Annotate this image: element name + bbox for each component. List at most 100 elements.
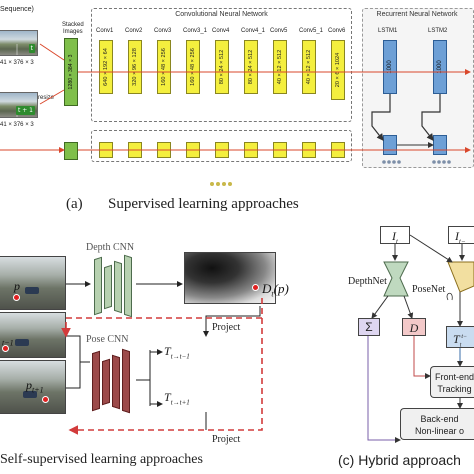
conv-layer-name: Conv6 xyxy=(328,28,346,34)
caption-a-text: Supervised learning approaches xyxy=(108,196,299,212)
pose-split xyxy=(136,350,151,406)
conv-layer-name: Conv3 xyxy=(154,28,172,34)
backend-line-1: Back-end xyxy=(420,414,459,424)
images-to-pose-bracket xyxy=(66,335,90,389)
rnn-title: Recurrent Neural Network xyxy=(376,11,458,18)
depthnet-label: DepthNet xyxy=(348,276,387,287)
pose-cnn-title: Pose CNN xyxy=(86,334,129,345)
cnn-dashed-box-2 xyxy=(91,130,352,162)
resize-label: resize xyxy=(38,95,55,101)
input-frame-t: t xyxy=(0,30,38,56)
sequence-label: Sequence) xyxy=(0,6,34,13)
lstm1-label: LSTM1 xyxy=(378,28,398,34)
frame-tag-t1: t + 1 xyxy=(15,106,35,115)
sigma-down-line xyxy=(367,336,401,443)
sigma-text: Σ xyxy=(365,320,373,334)
transform-next-label: Tt→t+1 xyxy=(164,390,190,407)
conv-layer-block: 80 × 24 × 512 xyxy=(244,40,258,94)
depth-cnn-title: Depth CNN xyxy=(86,242,135,253)
d-text: D xyxy=(409,321,419,335)
it-to-posenet xyxy=(409,234,453,263)
point-p-prev-label: t−1 xyxy=(2,338,14,348)
backend-line-2: Non-linear o xyxy=(414,426,465,436)
frontend-box: Front-end Tracking xyxy=(430,366,474,398)
sigma-box: Σ xyxy=(358,318,380,336)
depthnet-hourglass xyxy=(383,261,409,297)
t-text: T xyxy=(453,332,460,346)
lstm1-block: 1000 xyxy=(383,40,397,94)
conv-layer-name: Conv3_1 xyxy=(183,28,208,34)
input-it1-box: It− xyxy=(448,226,474,245)
conv-layer-block: 40 × 12 × 512 xyxy=(302,40,316,94)
lstm2-block: 1000 xyxy=(433,40,447,94)
lstm2-label: LSTM2 xyxy=(428,28,448,34)
depth-point xyxy=(252,284,259,291)
posenet-funnel xyxy=(447,261,474,293)
conv-layer-name: Conv4_1 xyxy=(241,28,266,34)
project-loop-top xyxy=(203,306,261,337)
posenet-label: PoseNet xyxy=(412,284,446,295)
conv-layer-block: 80 × 24 × 512 xyxy=(215,40,229,94)
transform-prev-label: Tt→t−1 xyxy=(164,344,190,361)
frame-tag-t: t xyxy=(28,44,35,53)
conv-layer-name: Conv5_1 xyxy=(299,28,324,34)
stacked-images-block: 1280 × 384 × 3 xyxy=(64,38,78,106)
conv-layer-name: Conv2 xyxy=(125,28,143,34)
depthnet-to-d xyxy=(403,295,414,319)
stacked-label-2: Images xyxy=(63,29,83,35)
caption-b-text: Self-supervised learning approaches xyxy=(0,452,203,467)
depth-label: Dt(p) xyxy=(262,281,289,299)
continuation-dots xyxy=(210,182,232,186)
merge-arrow-top xyxy=(39,43,65,61)
project-label-2: Project xyxy=(212,434,241,445)
posenet-loop-icon xyxy=(446,292,453,301)
caption-a-letter: (a) xyxy=(66,196,83,212)
frame-t-plus-1-image xyxy=(0,360,66,414)
frame-t-minus-1-image xyxy=(0,312,66,358)
input-it-text: I xyxy=(392,229,397,243)
merge-arrow-bottom xyxy=(39,89,65,105)
conv-layer-block: 640 × 192 × 64 xyxy=(99,40,113,94)
lstm2-down-arrow xyxy=(421,94,441,141)
frontend-line-1: Front-end xyxy=(434,372,474,382)
backend-box: Back-end Non-linear o xyxy=(400,408,474,440)
conv-layer-name: Conv4 xyxy=(212,28,230,34)
depthnet-to-sigma xyxy=(371,295,389,319)
conv-layer-block: 40 × 12 × 512 xyxy=(273,40,287,94)
output-dots-lstm2 xyxy=(432,160,451,164)
cnn-title: Convolutional Neural Network xyxy=(175,11,268,18)
input-frame-t1: t + 1 xyxy=(0,92,38,118)
conv-layer-name: Conv5 xyxy=(270,28,288,34)
point-p-prev xyxy=(2,345,9,352)
input-it1-text: I xyxy=(455,229,459,243)
input-it-box: It xyxy=(380,226,410,245)
input-size-bottom: 41 × 376 × 3 xyxy=(0,122,34,128)
conv-layer-block: 160 × 48 × 256 xyxy=(157,40,171,94)
frame-t-image xyxy=(0,256,66,310)
project-label-1: Project xyxy=(212,322,241,333)
dashed-red-loop-bottom xyxy=(68,318,263,435)
dashed-red-loop xyxy=(61,298,263,338)
t-box: Ttt− xyxy=(446,326,474,348)
stacked-label-1: Stacked xyxy=(62,22,84,28)
point-p-next xyxy=(42,396,49,403)
output-dots-lstm1 xyxy=(382,160,401,164)
conv-layer-name: Conv1 xyxy=(96,28,114,34)
point-p-label: p xyxy=(14,279,20,293)
cnn-dashed-box xyxy=(91,8,352,122)
caption-c-text: (c) Hybrid approach xyxy=(338,452,461,468)
frontend-line-2: Tracking xyxy=(437,384,472,394)
point-p xyxy=(13,294,20,301)
d-down-line xyxy=(413,336,431,379)
depth-map-image xyxy=(184,252,276,304)
input-size-top: 41 × 376 × 3 xyxy=(0,60,34,66)
lstm1-down-arrow xyxy=(371,94,391,141)
d-box: D xyxy=(402,318,426,336)
panel-a-connectors xyxy=(0,43,471,186)
conv-layer-block: 320 × 96 × 128 xyxy=(128,40,142,94)
point-p-next-label: pt+1 xyxy=(26,378,44,395)
conv-layer-block: 160 × 48 × 256 xyxy=(186,40,200,94)
conv-layer-block: 20 × 6 × 1024 xyxy=(331,40,345,100)
